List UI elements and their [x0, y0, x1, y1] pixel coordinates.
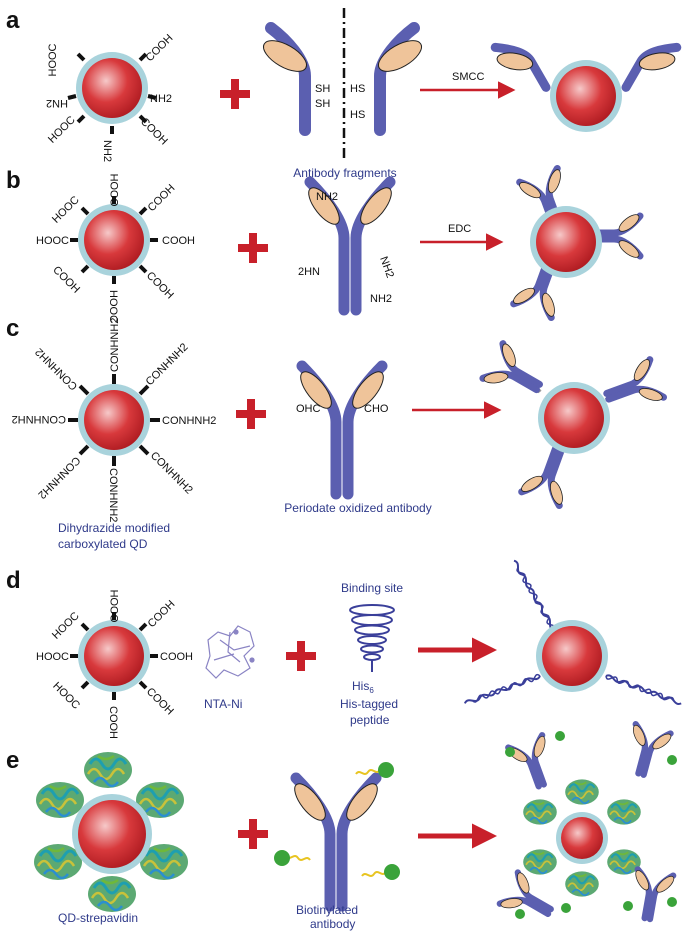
plus-b: [238, 233, 268, 263]
amine-3: NH2: [377, 255, 396, 280]
panel-letter-a: a: [6, 7, 20, 34]
nta-ni-label: NTA-Ni: [204, 697, 242, 711]
caption-antibody-fragments: Antibody fragments: [293, 166, 396, 180]
qd-b-label-5: COOH: [162, 235, 195, 247]
reagent-smcc: SMCC: [452, 71, 484, 83]
qd-panel-d: [70, 612, 158, 700]
qd-a-label-6: NH2: [101, 140, 113, 162]
qd-d-label-4: HOOC: [36, 651, 69, 663]
panel-letter-c: c: [6, 315, 19, 342]
qd-b-label-7: HOOC: [107, 290, 119, 323]
caption-periodate-antibody: Periodate oxidized antibody: [284, 501, 431, 515]
antibody-c: [295, 366, 388, 494]
qd-streptavidin-caption: QD-strepavidin: [58, 911, 138, 925]
qd-d-label-8: COOH: [144, 686, 176, 718]
aldehyde-2: CHO: [364, 403, 389, 415]
amine-4: NH2: [370, 293, 392, 305]
qd-d-label-7: COOH: [107, 706, 119, 739]
product-b: [509, 166, 641, 321]
biotinylated-caption-1: Biotinylated: [296, 903, 358, 917]
qd-a-label-4: NH2: [150, 93, 172, 105]
his-label: His6: [352, 679, 374, 695]
amine-2: 2HN: [298, 266, 320, 278]
qd-d-label-6: HOOC: [50, 680, 82, 712]
qd-panel-b: [70, 196, 158, 284]
product-a: [490, 42, 682, 132]
qd-a-label-1: HOOC: [47, 43, 59, 76]
antibody-fragment-right: [374, 22, 422, 136]
thiol-right-1: HS: [350, 83, 365, 95]
his-tagged-peptide-icon: [349, 604, 395, 672]
plus-d: [286, 641, 316, 671]
qd-b-label-8: COOH: [144, 270, 176, 302]
plus-e: [238, 819, 268, 849]
binding-site-label: Binding site: [341, 581, 403, 595]
qd-b-label-6: COOH: [50, 264, 82, 296]
product-c: [479, 339, 666, 508]
qd-c-label-3: CONHNH2: [162, 415, 216, 427]
biotinylated-antibody: [274, 762, 400, 906]
qd-d-label-1: HOOC: [50, 610, 82, 642]
qd-a-label-3: HN2: [46, 97, 68, 109]
qd-c-label-6: CONHNH2: [35, 454, 82, 501]
peptide-caption-1: His-tagged: [340, 697, 398, 711]
plus-c: [236, 399, 266, 429]
qd-c-caption-2: carboxylated QD: [58, 537, 148, 551]
panel-letter-b: b: [6, 167, 21, 194]
qd-c-label-5: CONHNH2: [107, 468, 119, 522]
qd-b-label-4: HOOC: [36, 235, 69, 247]
amine-1: NH2: [316, 191, 338, 203]
biotinylated-caption-2: antibody: [310, 917, 355, 931]
peptide-caption-2: peptide: [350, 713, 390, 727]
reagent-edc: EDC: [448, 223, 471, 235]
aldehyde-1: OHC: [296, 403, 321, 415]
qd-c-label-8: CONHNH2: [33, 345, 80, 392]
qd-a-label-2: COOH: [144, 32, 176, 64]
qd-b-label-2: COOH: [109, 173, 121, 206]
qd-c-caption-1: Dihydrazide modified: [58, 521, 170, 535]
qd-streptavidin: [32, 750, 190, 914]
qd-a-label-7: COOH: [138, 116, 170, 148]
qd-b-label-1: HOOC: [50, 194, 82, 226]
qd-a-label-5: HOOC: [46, 114, 78, 146]
panel-letter-e: e: [6, 747, 19, 774]
thiol-left-2: SH: [315, 98, 330, 110]
thiol-left-1: SH: [315, 83, 330, 95]
qd-c-label-4: CONHNH2: [148, 450, 195, 497]
nta-ni-structure: [205, 625, 255, 679]
thiol-right-2: HS: [350, 109, 365, 121]
qd-b-label-3: COOH: [146, 182, 178, 214]
qd-c-label-7: CONHNH2: [12, 413, 66, 425]
product-e: [497, 722, 678, 931]
plus-a: [220, 79, 250, 109]
antibody-fragment-left: [263, 22, 311, 136]
qd-d-label-5: COOH: [160, 651, 193, 663]
qd-d-label-3: COOH: [146, 598, 178, 630]
qd-d-label-2: COOH: [109, 589, 121, 622]
qd-c-label-1: CONHNH2: [109, 318, 121, 372]
qd-panel-a: [67, 52, 157, 134]
product-d: [463, 558, 683, 707]
panel-letter-d: d: [6, 567, 21, 594]
qd-c-label-2: CONHNH2: [144, 341, 191, 388]
qd-panel-c: [68, 374, 160, 466]
